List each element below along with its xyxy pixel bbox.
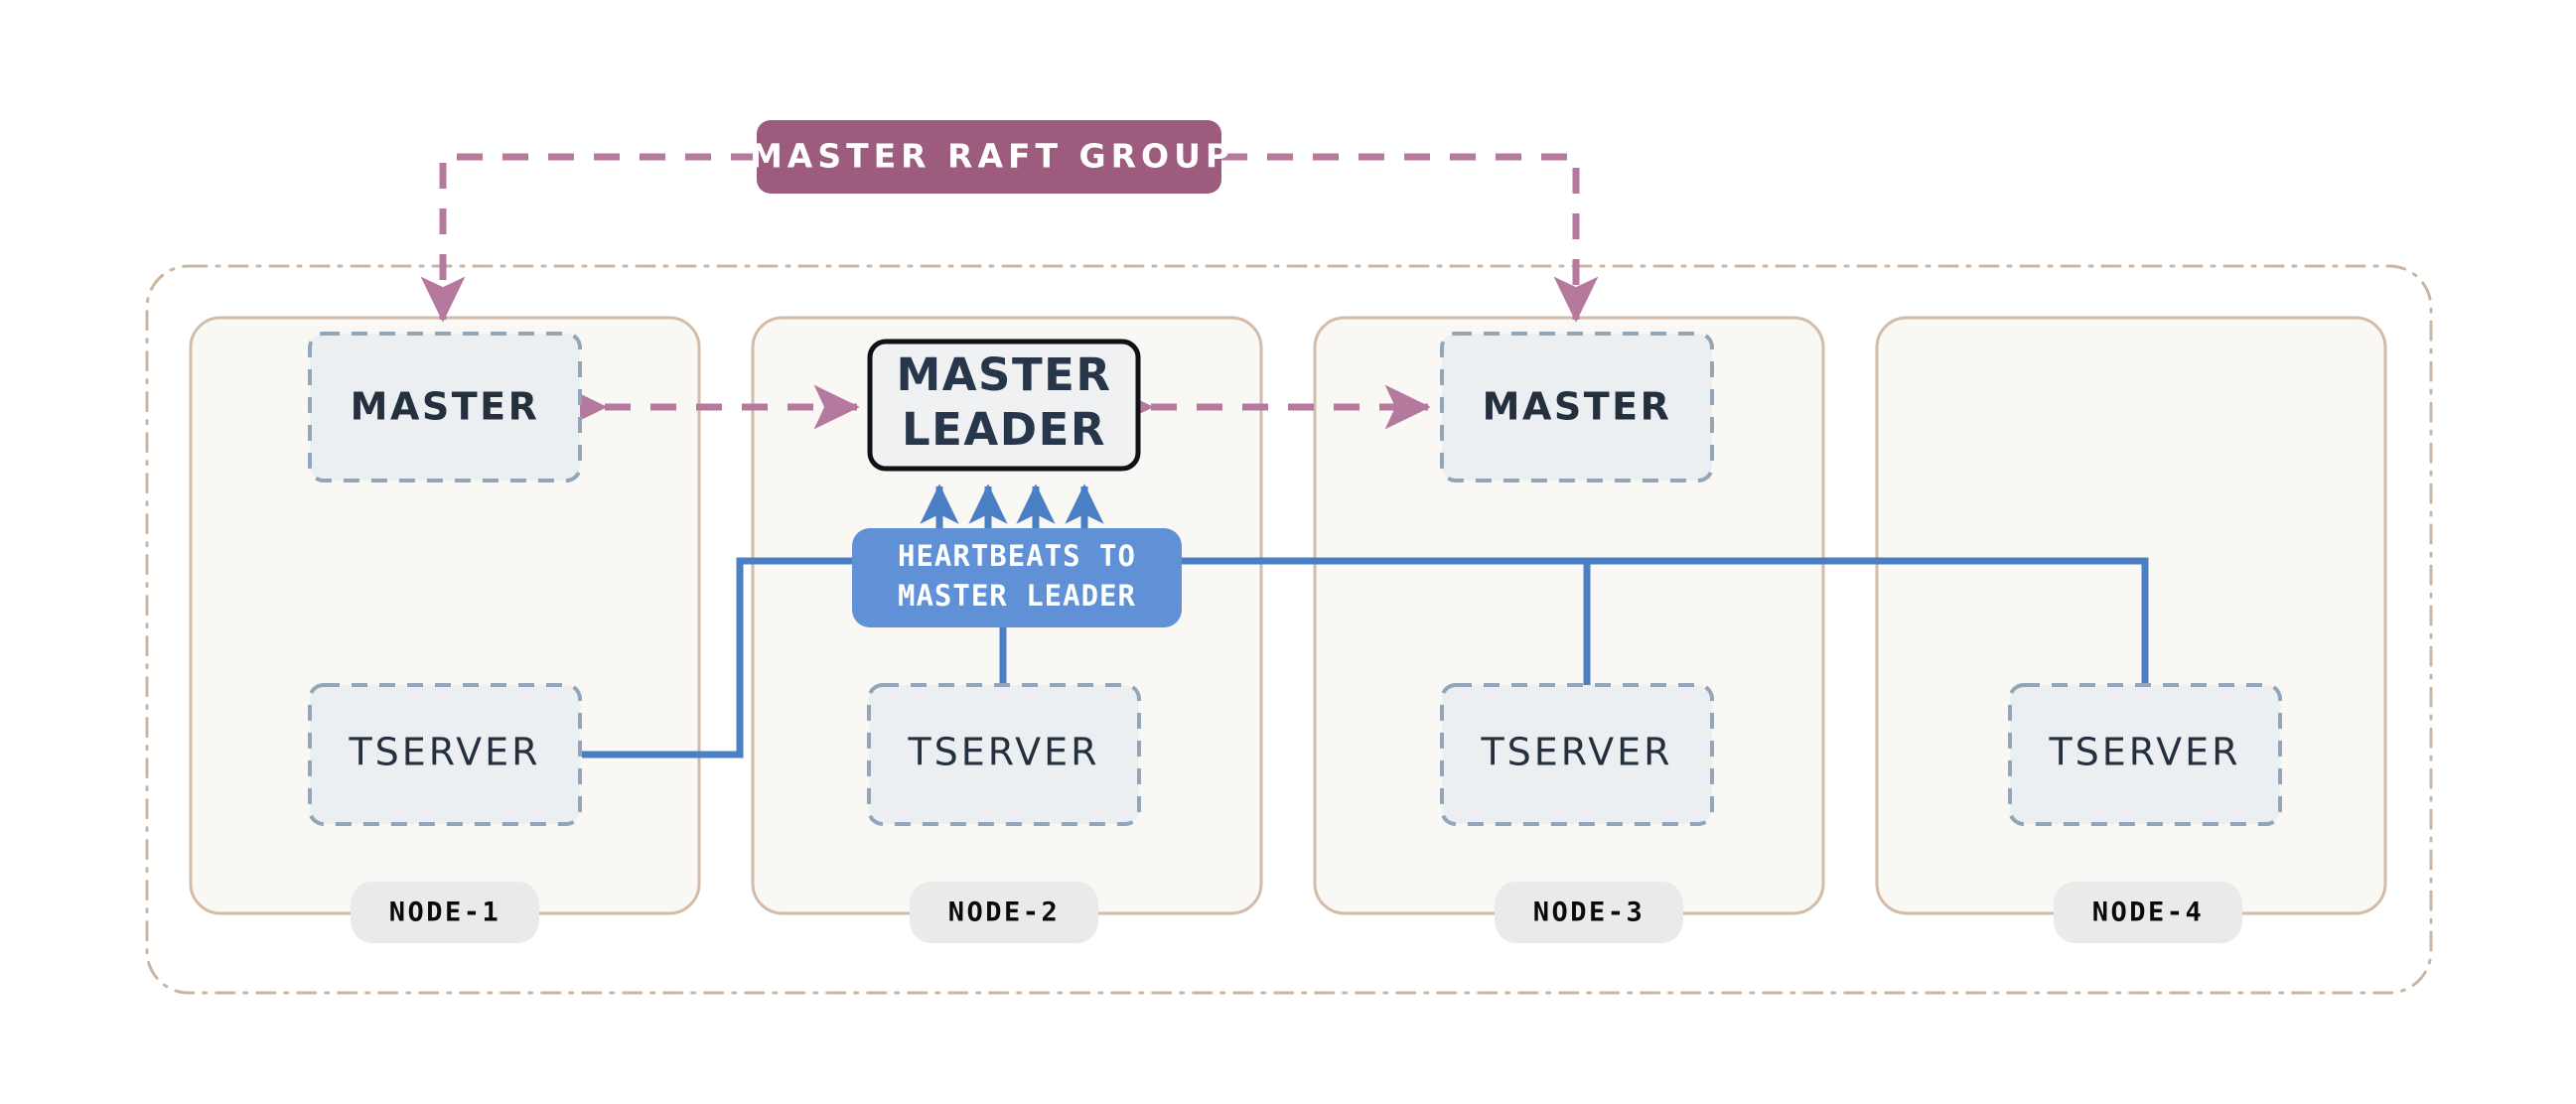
- heartbeats-badge-rect: [852, 528, 1182, 627]
- tserver-box-rect: [1440, 683, 1714, 826]
- master-box-rect: [308, 332, 582, 483]
- tserver-box-rect: [308, 683, 582, 826]
- master-leader-label-line1: MASTER: [896, 348, 1111, 401]
- master-box-node-1[interactable]: MASTER: [308, 332, 582, 483]
- master-leader-box-node-2[interactable]: MASTER LEADER: [867, 339, 1141, 472]
- heartbeats-badge-line2: MASTER LEADER: [898, 579, 1136, 613]
- node-pill-rect: [910, 882, 1098, 943]
- tserver-box-rect: [2008, 683, 2282, 826]
- raft-link-badge-to-node1: [420, 153, 757, 323]
- tserver-box-node-2[interactable]: TSERVER: [867, 683, 1141, 826]
- tserver-box-label: TSERVER: [348, 731, 540, 774]
- master-box-rect: [1440, 332, 1714, 483]
- tserver-box-label: TSERVER: [907, 731, 1099, 774]
- master-raft-group-badge[interactable]: MASTER RAFT GROUP: [750, 120, 1234, 194]
- tserver-box-node-3[interactable]: TSERVER: [1440, 683, 1714, 826]
- node-pill-node-4[interactable]: NODE-4: [2054, 882, 2242, 943]
- master-leader-label-line2: LEADER: [902, 403, 1106, 456]
- node-pill-label: NODE-4: [2092, 897, 2205, 928]
- master-box-node-3[interactable]: MASTER: [1440, 332, 1714, 483]
- tserver-box-label: TSERVER: [1480, 731, 1672, 774]
- node-pill-label: NODE-1: [389, 897, 501, 928]
- tserver-box-rect: [867, 683, 1141, 826]
- heartbeats-badge[interactable]: HEARTBEATS TO MASTER LEADER: [852, 528, 1182, 627]
- tserver-box-node-1[interactable]: TSERVER: [308, 683, 582, 826]
- tserver-box-label: TSERVER: [2048, 731, 2240, 774]
- master-leader-box-rect: [867, 339, 1141, 472]
- master-box-label: MASTER: [351, 385, 540, 429]
- node-pill-node-3[interactable]: NODE-3: [1495, 882, 1683, 943]
- master-raft-group-badge-rect: [757, 120, 1221, 194]
- heartbeats-badge-line1: HEARTBEATS TO: [898, 539, 1136, 573]
- node-pill-node-2[interactable]: NODE-2: [910, 882, 1098, 943]
- heartbeat-link-node4: [1587, 557, 2149, 685]
- cluster-frame: [145, 264, 2433, 995]
- master-box-label: MASTER: [1483, 385, 1672, 429]
- node-pill-node-1[interactable]: NODE-1: [351, 882, 539, 943]
- node-pill-rect: [2054, 882, 2242, 943]
- node-pill-label: NODE-3: [1533, 897, 1646, 928]
- heartbeat-link-node1: [582, 557, 856, 759]
- master-raft-group-badge-label: MASTER RAFT GROUP: [750, 137, 1234, 176]
- tserver-box-node-4[interactable]: TSERVER: [2008, 683, 2282, 826]
- node-pill-label: NODE-2: [948, 897, 1061, 928]
- node-pill-rect: [351, 882, 539, 943]
- raft-link-badge-to-node3: [1221, 153, 1599, 323]
- node-pill-rect: [1495, 882, 1683, 943]
